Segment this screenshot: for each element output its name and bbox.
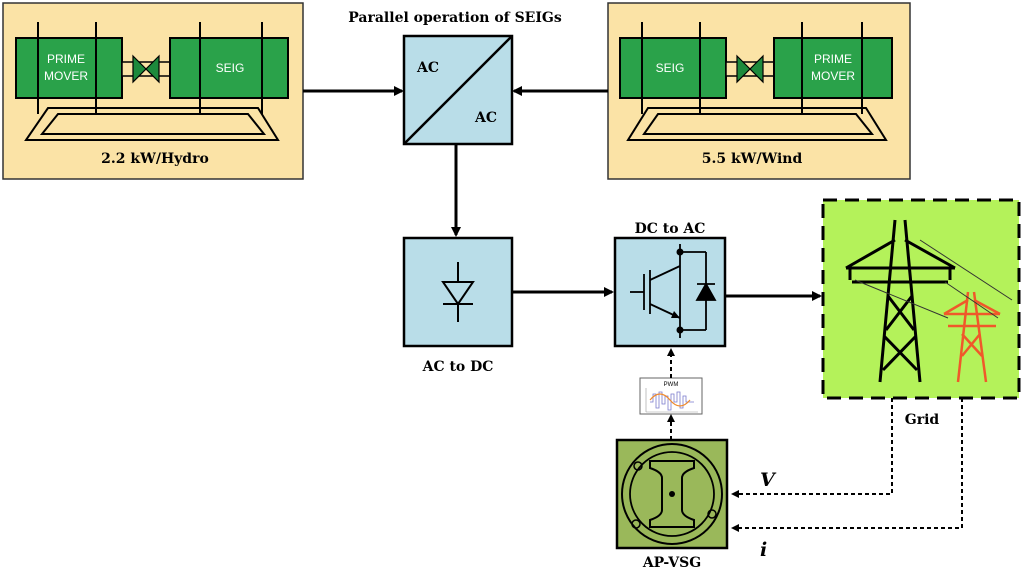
rectifier-caption: AC to DC bbox=[422, 359, 494, 375]
ac-ac-input-label: AC bbox=[416, 60, 439, 76]
voltage-feedback-line bbox=[731, 398, 893, 498]
hydro-unit: PRIME MOVER SEIG 2.2 kW/Hydro bbox=[2, 2, 304, 180]
ac-ac-output-label: AC bbox=[474, 110, 497, 126]
transmission-tower-red-icon bbox=[943, 291, 1001, 383]
current-feedback-line bbox=[731, 398, 963, 532]
ac-ac-converter: AC AC bbox=[402, 34, 514, 146]
wind-unit: SEIG PRIME MOVER 5.5 kW/Wind bbox=[607, 2, 911, 180]
igbt-icon bbox=[630, 244, 717, 338]
ap-vsg: AP-VSG bbox=[615, 438, 729, 571]
hydro-prime-mover-label-2: MOVER bbox=[44, 69, 88, 83]
wind-base-icon bbox=[626, 107, 888, 141]
vsg-stator-outer-icon bbox=[621, 443, 723, 545]
vsg-stator-inner-icon bbox=[629, 451, 715, 537]
hydro-prime-mover-label-1: PRIME bbox=[47, 52, 85, 66]
hydro-seig-label: SEIG bbox=[216, 61, 245, 75]
wind-prime-mover bbox=[773, 37, 893, 99]
rectifier: AC to DC bbox=[402, 236, 514, 375]
pwm-label: PWM bbox=[664, 382, 679, 388]
inverter-caption: DC to AC bbox=[635, 221, 706, 237]
vsg-rotor-icon bbox=[649, 460, 695, 528]
wind-coupling-icon bbox=[725, 54, 775, 84]
transmission-tower-black-icon bbox=[845, 219, 956, 383]
hydro-seig bbox=[169, 37, 289, 99]
grid-caption: Grid bbox=[905, 412, 940, 428]
hydro-prime-mover bbox=[15, 37, 123, 99]
pwm-waveform-icon bbox=[649, 391, 694, 411]
hydro-coupling-icon bbox=[121, 54, 171, 84]
pwm-block: PWM bbox=[639, 377, 703, 415]
hydro-caption: 2.2 kW/Hydro bbox=[101, 151, 209, 167]
vsg-caption: AP-VSG bbox=[642, 555, 701, 571]
current-label: i bbox=[760, 539, 767, 561]
inverter-node-top bbox=[676, 248, 684, 256]
power-lines-icon bbox=[854, 239, 1013, 319]
diode-icon bbox=[441, 262, 475, 322]
wind-prime-mover-label-2: MOVER bbox=[811, 69, 855, 83]
hydro-base-icon bbox=[24, 107, 280, 141]
grid: Grid bbox=[821, 198, 1021, 428]
wind-prime-mover-label-1: PRIME bbox=[814, 52, 852, 66]
voltage-label: V bbox=[760, 469, 777, 491]
wind-caption: 5.5 kW/Wind bbox=[702, 151, 803, 167]
inverter: DC to AC bbox=[613, 221, 727, 348]
igbt-emitter-arrow-icon bbox=[671, 311, 680, 318]
wind-seig-label: SEIG bbox=[656, 61, 685, 75]
inverter-node-bottom bbox=[676, 326, 684, 334]
wind-seig bbox=[619, 37, 727, 99]
diagram-title: Parallel operation of SEIGs bbox=[348, 10, 562, 26]
